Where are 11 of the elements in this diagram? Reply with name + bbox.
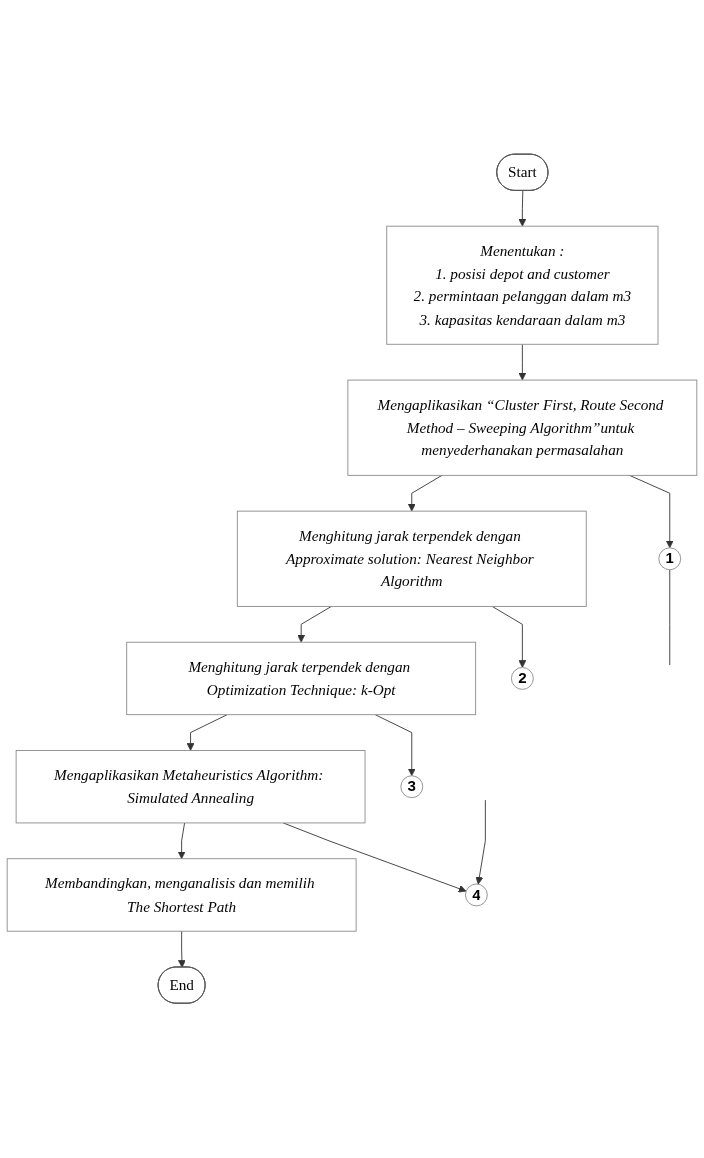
- node-box: Menentukan : 1. posisi depot and customer 2. permintaan pelanggan dalam m3 3. kapasitas kendaraan dalam m3: [386, 226, 659, 346]
- connector: [669, 569, 671, 666]
- node-box: Menghitung jarak terpendek dengan Optimization Technique: k-Opt: [126, 642, 477, 716]
- node-circle: 1: [658, 547, 682, 571]
- node-circle: 4: [465, 883, 488, 907]
- node-circle: 2: [511, 667, 534, 691]
- node-box: Mengaplikasikan “Cluster First, Route Second Method – Sweeping Algorithm”untuk menyederhanakan permasalahan: [347, 379, 698, 477]
- node-box: Membandingkan, menganalisis dan memilih The Shortest Path: [6, 858, 357, 932]
- node-box: Mengaplikasikan Metaheuristics Algorithm: Simulated Annealing: [15, 750, 366, 824]
- node-circle: 3: [400, 775, 424, 799]
- node-box: Menghitung jarak terpendek dengan Approximate solution: Nearest Neighbor Algorithm: [236, 511, 587, 608]
